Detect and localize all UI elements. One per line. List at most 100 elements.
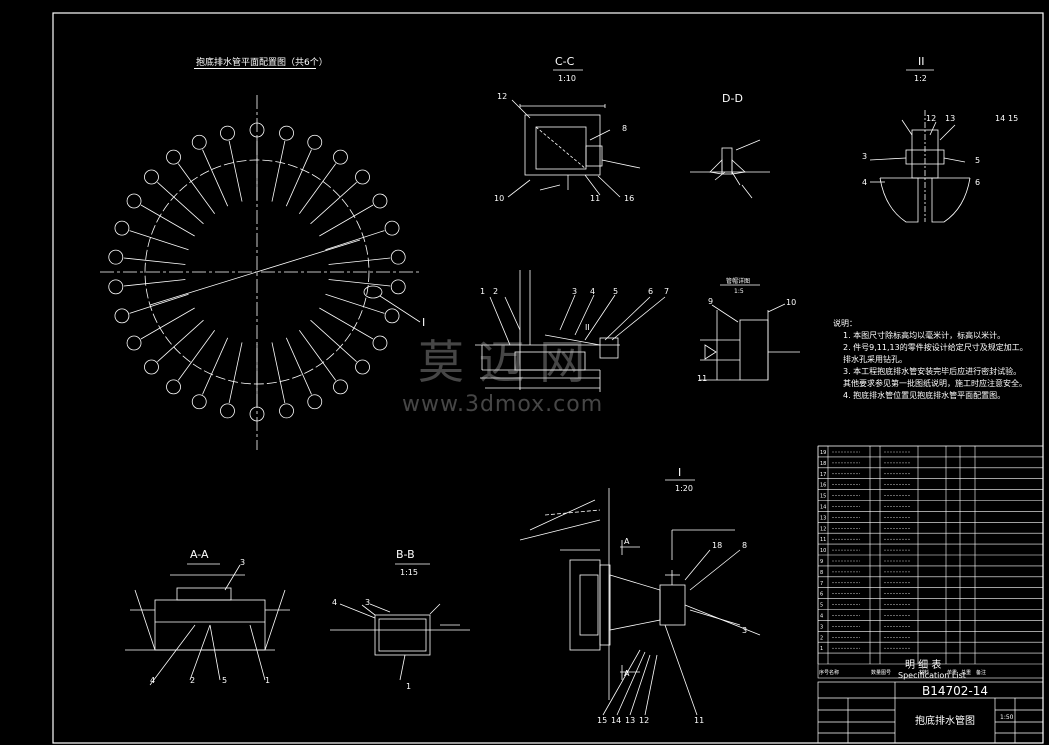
view-dd-title: D-D: [722, 92, 743, 105]
callout-6-asm: 6: [648, 287, 654, 296]
plan-drain-outlet: [279, 403, 294, 419]
spec-col-header: 序号: [819, 669, 829, 676]
callout-8-i: 8: [742, 541, 748, 550]
plan-drain-outlet: [390, 249, 406, 265]
notes-heading: 说明：: [833, 319, 857, 328]
plan-drain-pipe: [123, 257, 186, 265]
plan-drain-pipe: [310, 319, 357, 362]
plan-drain-outlet: [108, 279, 124, 295]
callout-3-asm: 3: [572, 287, 578, 296]
view-dd: [690, 139, 770, 199]
spec-row-number: 11: [820, 537, 826, 543]
plan-drain-outlet: [372, 193, 388, 209]
plan-drain-pipe: [129, 293, 189, 314]
spec-col-header: 数量: [871, 669, 881, 676]
plan-drain-pipe: [271, 140, 286, 202]
plan-drain-outlet: [279, 125, 294, 141]
plan-drain-outlet: [307, 134, 323, 150]
section-marker-a-bottom: A: [624, 669, 630, 678]
callout-4-ii: 4: [862, 178, 868, 187]
plan-drain-outlet: [144, 359, 159, 375]
spec-col-header: 图号: [881, 670, 891, 676]
plan-drain-outlet: [126, 335, 142, 351]
plan-drain-pipe: [285, 149, 312, 207]
section-marker-a-top: A: [624, 537, 630, 546]
callout-3-bb: 3: [365, 598, 371, 607]
plan-drain-outlet: [166, 149, 181, 165]
plan-drain-pipe: [202, 149, 229, 207]
plan-drain-outlet: [372, 335, 388, 351]
callout-6-ii: 6: [975, 178, 981, 187]
section-marker-i-plan: I: [422, 316, 426, 329]
plan-drain-pipe: [157, 182, 204, 225]
plan-drain-pipe: [123, 279, 186, 287]
spec-row-number: 16: [820, 483, 826, 489]
plan-drain-pipe: [202, 337, 229, 395]
spec-col-header: 名称: [829, 669, 839, 676]
plan-view: [100, 95, 421, 450]
view-ii-title: II: [918, 55, 925, 68]
spec-table: 19181716151413121110987654321序号名称数量图号材料单…: [817, 445, 1044, 679]
plan-title: 抱底排水管平面配置图（共6个）: [196, 58, 328, 68]
view-cc-title: C-C: [555, 55, 575, 68]
callout-1-aa: 1: [265, 676, 271, 685]
callout-1-bb: 1: [406, 682, 412, 691]
spec-header-cn: 明 细 表: [905, 660, 942, 671]
callout-2-asm: 2: [493, 287, 499, 296]
callout-5-aa: 5: [222, 676, 228, 685]
plan-drain-pipe: [285, 337, 312, 395]
plan-detail-leader: [379, 295, 421, 323]
spec-row-number: 8: [820, 570, 823, 576]
view-assembly: [475, 270, 666, 392]
spec-row-number: 10: [820, 548, 826, 554]
callout-7-asm: 7: [664, 287, 670, 296]
plan-drain-outlet: [166, 379, 181, 395]
plan-drain-pipe: [325, 230, 385, 251]
spec-row-number: 4: [820, 614, 823, 620]
plan-drain-pipe: [319, 307, 374, 340]
spec-col-header: 单重: [947, 669, 957, 676]
plan-drain-pipe: [310, 182, 357, 225]
spec-row-number: 14: [820, 505, 826, 511]
plan-drain-outlet: [307, 394, 323, 410]
callout-12-i: 12: [639, 716, 650, 725]
view-ii-scale: 1:2: [914, 74, 927, 83]
view-i-scale: 1:20: [675, 484, 693, 493]
drawing-scale: 1:50: [1000, 714, 1014, 721]
plan-drain-pipe: [298, 163, 337, 214]
general-notes: 说明： 1. 本图尺寸除标高均以毫米计，标高以米计。 2. 件号9,11,13的…: [833, 318, 1028, 402]
note-item: 其他要求参见第一批图纸说明，施工时应注意安全。: [843, 379, 1027, 388]
note-item: 1. 本图尺寸除标高均以毫米计，标高以米计。: [843, 331, 1006, 340]
watermark-cn: 莫 迈 网: [418, 335, 586, 389]
note-item: 2. 件号9,11,13的零件按设计给定尺寸及规定加工。: [843, 343, 1028, 352]
spec-row-number: 2: [820, 635, 823, 641]
plan-drain-pipe: [140, 204, 195, 237]
callout-5-asm: 5: [613, 287, 619, 296]
plan-drain-outlet: [384, 220, 400, 236]
plan-drain-outlet: [144, 169, 159, 185]
spec-col-header: 材料: [919, 669, 929, 676]
plan-drain-pipe: [298, 330, 337, 381]
plan-drain-outlet: [355, 359, 370, 375]
plan-drain-pipe: [328, 279, 391, 287]
spec-row-number: 6: [820, 592, 823, 598]
callout-4-bb: 4: [332, 598, 338, 607]
view-i-title: I: [678, 466, 682, 479]
view-bb: [330, 563, 470, 681]
plan-drain-pipe: [325, 293, 385, 314]
plan-drain-pipe: [319, 204, 374, 237]
note-item: 排水孔采用钻孔。: [843, 355, 907, 364]
plan-drain-outlet: [108, 249, 124, 265]
callout-9-detail: 9: [708, 297, 714, 306]
view-ii: [869, 69, 971, 223]
plan-drain-pipe: [129, 230, 189, 251]
view-aa-title: A-A: [190, 548, 209, 561]
plan-drain-outlet: [220, 403, 235, 419]
callout-14-i: 14: [611, 716, 622, 725]
callout-8-cc: 8: [622, 124, 628, 133]
plan-detail-marker: [363, 285, 383, 299]
plan-drain-pipe: [228, 342, 243, 404]
spec-row-number: 1: [820, 646, 823, 652]
spec-row-number: 5: [820, 603, 823, 609]
plan-drain-outlet: [220, 125, 235, 141]
